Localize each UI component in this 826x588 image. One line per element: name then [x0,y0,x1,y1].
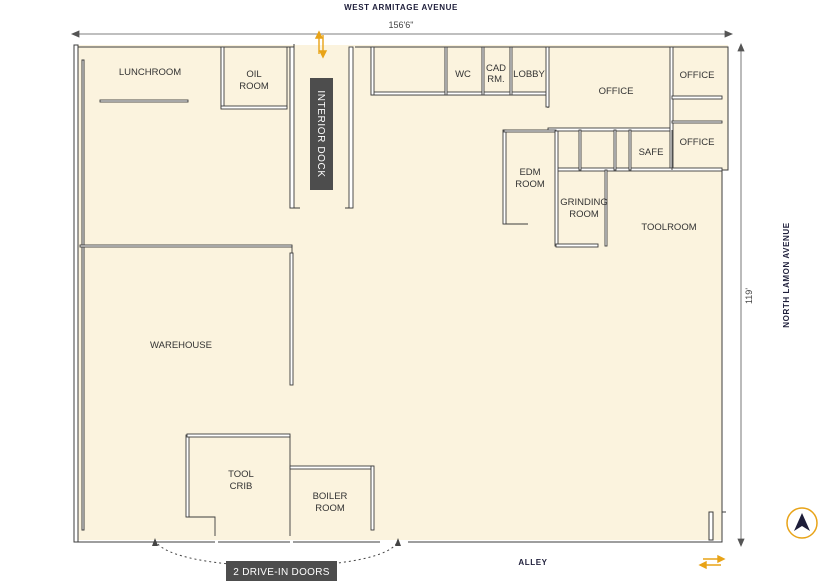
east-street-label: NORTH LAMON AVENUE [782,222,791,328]
interior-dock-label: INTERIOR DOCK [315,90,326,177]
room-toolroom: TOOLROOM [641,222,696,233]
room-oil-line-2: ROOM [239,81,269,92]
entry-arrow-icon [314,30,328,59]
south-street-label: ALLEY [518,558,547,567]
room-tool-crib-line-2: CRIB [230,481,253,492]
room-grinding-line-2: ROOM [569,209,599,220]
width-dimension: 156'6" [389,20,414,30]
room-boiler-line-1: BOILER [313,491,348,502]
height-dimension-line [737,42,745,548]
room-cad-line-2: RM. [487,74,504,85]
room-warehouse: WAREHOUSE [150,340,212,351]
room-oil-line-1: OIL [246,69,261,80]
exterior-walls [73,44,729,543]
access-arrow-icon [698,554,726,570]
room-wc: WC [455,69,471,80]
height-dimension: 119' [744,288,754,304]
north-arrow-icon [786,507,818,539]
floor-area [78,45,728,540]
interior-dock-label-bg [310,78,333,190]
room-edm-line-1: EDM [519,167,540,178]
room-office-main: OFFICE [599,86,634,97]
room-lobby: LOBBY [513,69,545,80]
room-grinding-line-1: GRINDING [560,197,608,208]
room-boiler-line-2: ROOM [315,503,345,514]
room-edm-line-2: ROOM [515,179,545,190]
room-office-ne: OFFICE [680,70,715,81]
drive-in-doors-callout-bg [226,561,337,581]
room-tool-crib-line-1: TOOL [228,469,254,480]
room-office-e: OFFICE [680,137,715,148]
drive-in-doors-callout: 2 DRIVE-IN DOORS [233,567,330,578]
north-street-label: WEST ARMITAGE AVENUE [344,3,458,12]
room-lunchroom: LUNCHROOM [119,67,181,78]
interior-walls [79,46,723,536]
door-arrow-left [152,538,158,546]
room-cad-line-1: CAD [486,63,506,74]
room-safe: SAFE [639,147,664,158]
door-arrow-right [395,538,401,546]
width-dimension-line [70,30,734,38]
